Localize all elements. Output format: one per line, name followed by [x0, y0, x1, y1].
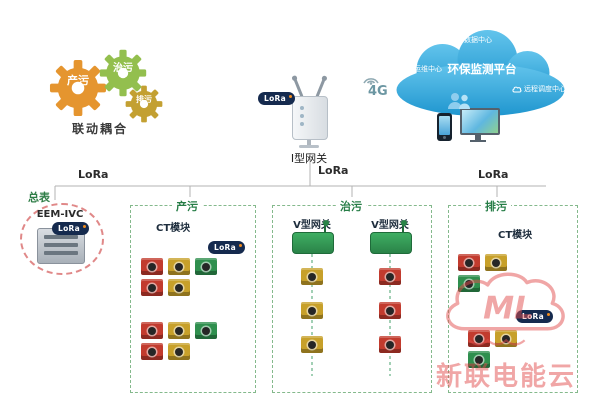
- type1-gateway-device: [292, 96, 328, 140]
- module-cluster: [141, 322, 219, 360]
- lora-badge-meter: LoRa: [52, 222, 89, 235]
- gears-caption: 联动耦合: [71, 122, 128, 136]
- ct-module-yellow: [168, 279, 190, 296]
- module-cluster: [468, 330, 520, 368]
- v-gateway-device-left: [292, 220, 334, 254]
- ct-module-red: [379, 336, 401, 353]
- ct-module-yellow: [301, 268, 323, 285]
- mini-cloud-icon: [402, 66, 412, 72]
- cloud-platform-title: 环保监测平台: [447, 62, 517, 76]
- lora-badge-produce: LoRa: [208, 241, 245, 254]
- module-cluster: [458, 254, 510, 292]
- ct-module-yellow: [301, 336, 323, 353]
- gear-label: 治污: [113, 63, 133, 74]
- bus-lora-label-center: LoRa: [318, 164, 349, 177]
- zone-title-discharge: 排污: [481, 197, 511, 215]
- type1-gateway-label: I型网关: [290, 152, 328, 165]
- signal-4g-label: 4G: [368, 84, 388, 99]
- mini-cloud-icon: [452, 37, 462, 43]
- mini-cloud-icon: [512, 86, 522, 92]
- gear-label: 产污: [67, 74, 89, 87]
- lora-badge-gateway: LoRa: [258, 92, 295, 105]
- ct-module-yellow: [495, 330, 517, 347]
- gear-label: 排污: [136, 94, 152, 104]
- ct-module-red: [379, 302, 401, 319]
- ct-module-green: [468, 351, 490, 368]
- ct-module-green: [195, 322, 217, 339]
- ct-module-yellow: [301, 302, 323, 319]
- cloud-badge-label: 远程调度中心: [524, 85, 566, 93]
- main-meter-ring: [20, 203, 104, 275]
- ct-module-label-discharge: CT模块: [498, 230, 533, 241]
- cloud-shape: [396, 30, 565, 116]
- zone-box-produce: [130, 205, 256, 393]
- signal-arcs-icon: [363, 78, 379, 85]
- smartphone-icon: [437, 113, 452, 141]
- gear-icon: [99, 49, 147, 97]
- ct-module-red: [141, 322, 163, 339]
- cloud-badge-data-center: 数据中心: [452, 35, 492, 45]
- bus-lora-label-left: LoRa: [78, 168, 109, 181]
- main-meter-device-name: EEM-IVC: [36, 209, 84, 220]
- ct-module-green: [458, 275, 480, 292]
- gateway-stand: [307, 138, 311, 146]
- ct-module-red: [379, 268, 401, 285]
- gear-pollution-discharge: 排污: [125, 85, 163, 123]
- module-cluster: [141, 258, 219, 296]
- bus-lora-label-right: LoRa: [478, 168, 509, 181]
- gear-icon: [49, 59, 107, 117]
- module-column-left: [301, 268, 323, 353]
- cloud-badge-label: 数据中心: [464, 36, 492, 44]
- ct-module-red: [141, 258, 163, 275]
- ct-module-yellow: [168, 343, 190, 360]
- cloud-badge-dispatch-center: 远程调度中心: [512, 84, 566, 94]
- gear-pollution-treat: 治污: [99, 49, 147, 97]
- zone-title-treat: 治污: [336, 197, 366, 215]
- ct-module-red: [141, 279, 163, 296]
- zone-title-produce: 产污: [172, 197, 202, 215]
- ct-module-red: [141, 343, 163, 360]
- v-gateway-label-left: V型网关: [293, 220, 331, 231]
- users-icon: [448, 93, 470, 109]
- monitor-icon: [460, 108, 500, 142]
- cloud-badge-label: 运维中心: [414, 65, 442, 73]
- lora-badge-discharge: LoRa: [516, 310, 553, 323]
- ct-module-yellow: [485, 254, 507, 271]
- ct-module-red: [458, 254, 480, 271]
- cloud-badge-ops-center: 运维中心: [402, 64, 442, 74]
- ct-module-yellow: [168, 258, 190, 275]
- gear-pollution-produce: 产污: [49, 59, 107, 117]
- ct-module-green: [195, 258, 217, 275]
- v-gateway-label-right: V型网关: [371, 220, 409, 231]
- ct-module-label-produce: CT模块: [156, 223, 191, 234]
- gateway-base: [299, 145, 319, 148]
- module-column-right: [379, 268, 401, 353]
- gear-icon: [125, 85, 163, 123]
- main-meter-label: 总表: [28, 191, 50, 204]
- v-gateway-device-right: [370, 220, 412, 254]
- ct-module-red: [468, 330, 490, 347]
- ct-module-yellow: [168, 322, 190, 339]
